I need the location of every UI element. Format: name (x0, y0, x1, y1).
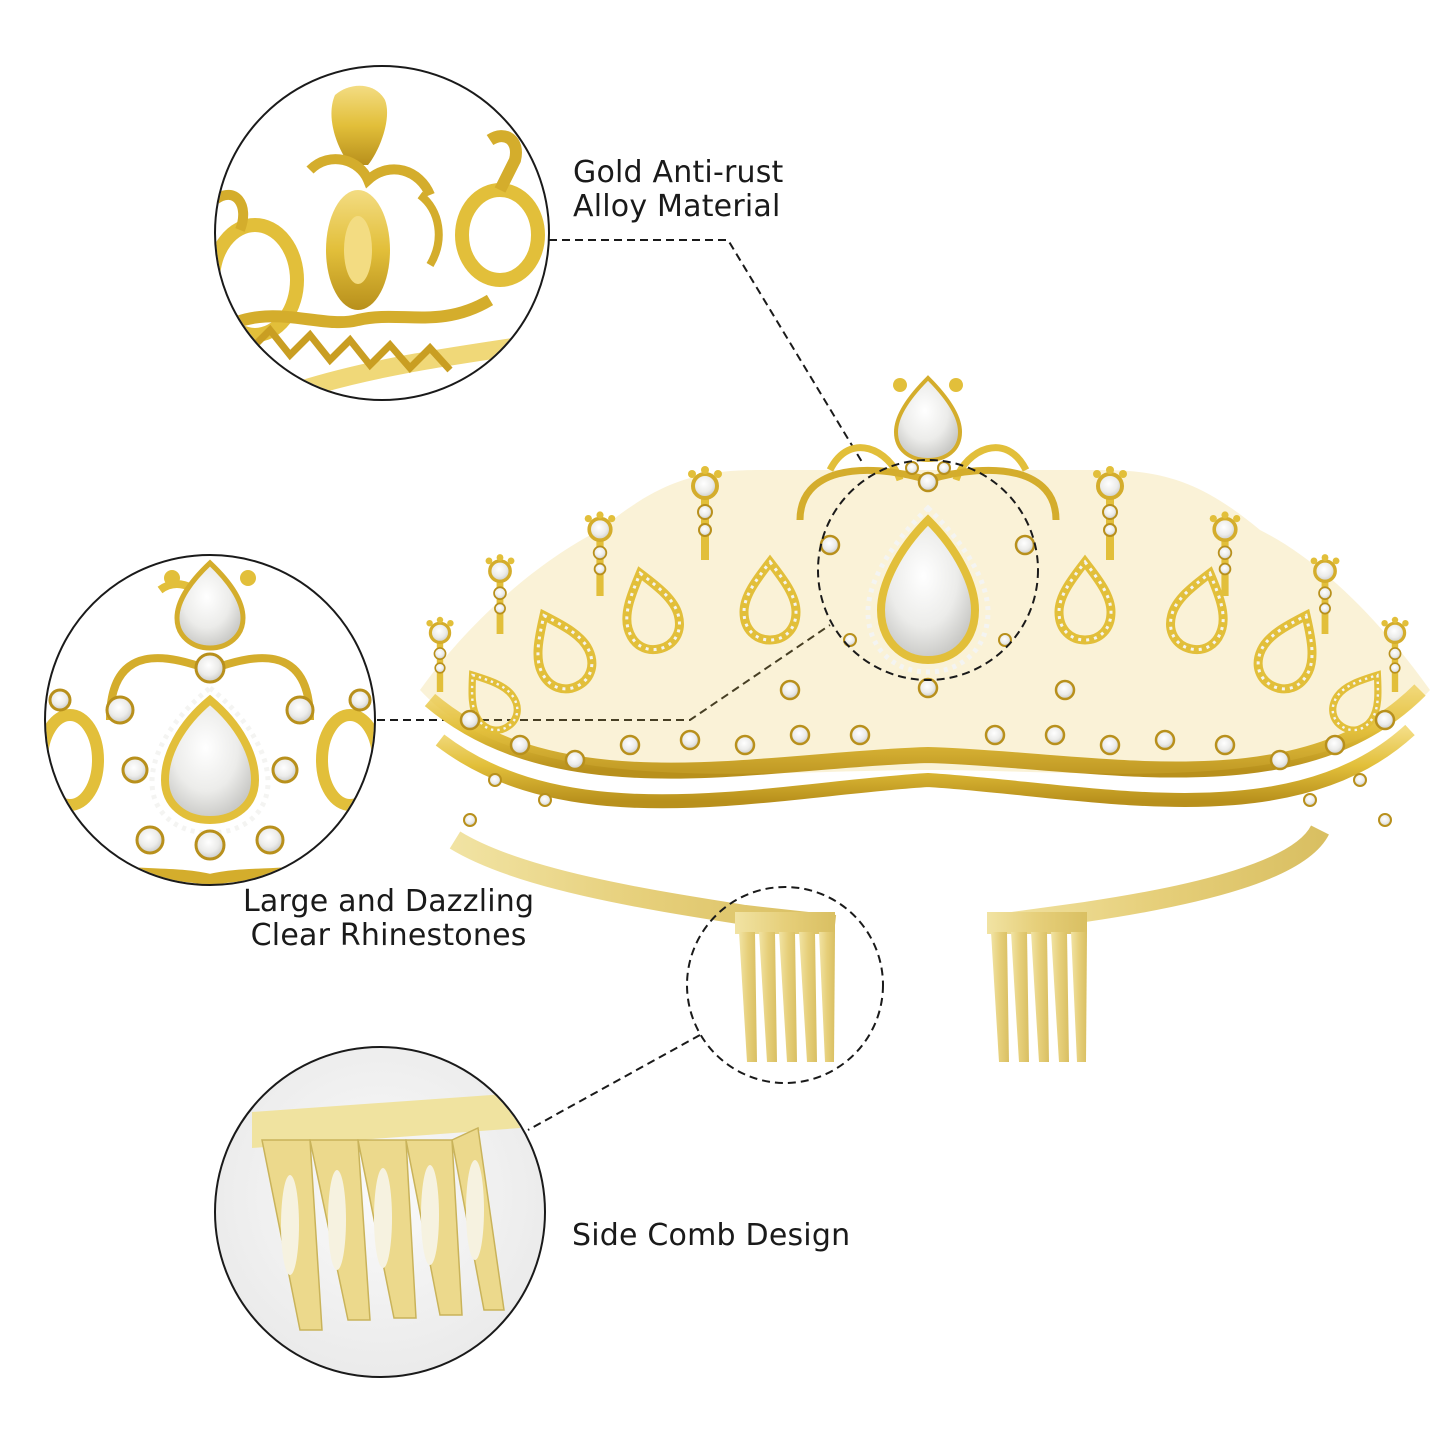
tiara-product (420, 375, 1430, 1062)
feature-label-line: Clear Rhinestones (250, 918, 527, 953)
feature-label-material: Gold Anti-rust Alloy Material (573, 156, 784, 224)
feature-label-line: Large and Dazzling (243, 884, 535, 919)
zoom-circle-comb (214, 1046, 546, 1378)
feature-label-rhinestones: Large and Dazzling Clear Rhinestones (243, 885, 534, 953)
highlight-center-gem (817, 459, 1039, 681)
highlight-side-comb (686, 886, 884, 1084)
zoom-circle-material (214, 65, 550, 401)
side-comb-left (735, 912, 835, 1062)
zoom-circle-rhinestones (44, 554, 376, 886)
center-main-gem (865, 504, 991, 675)
feature-label-comb: Side Comb Design (572, 1219, 850, 1253)
leader-line-material (549, 239, 863, 463)
feature-label-line: Side Comb Design (572, 1218, 851, 1253)
feature-label-line: Alloy Material (573, 189, 781, 224)
feature-label-line: Gold Anti-rust (573, 155, 784, 190)
leader-line-comb (527, 1034, 701, 1131)
center-top-gem (893, 375, 963, 463)
side-comb-right (987, 912, 1087, 1062)
